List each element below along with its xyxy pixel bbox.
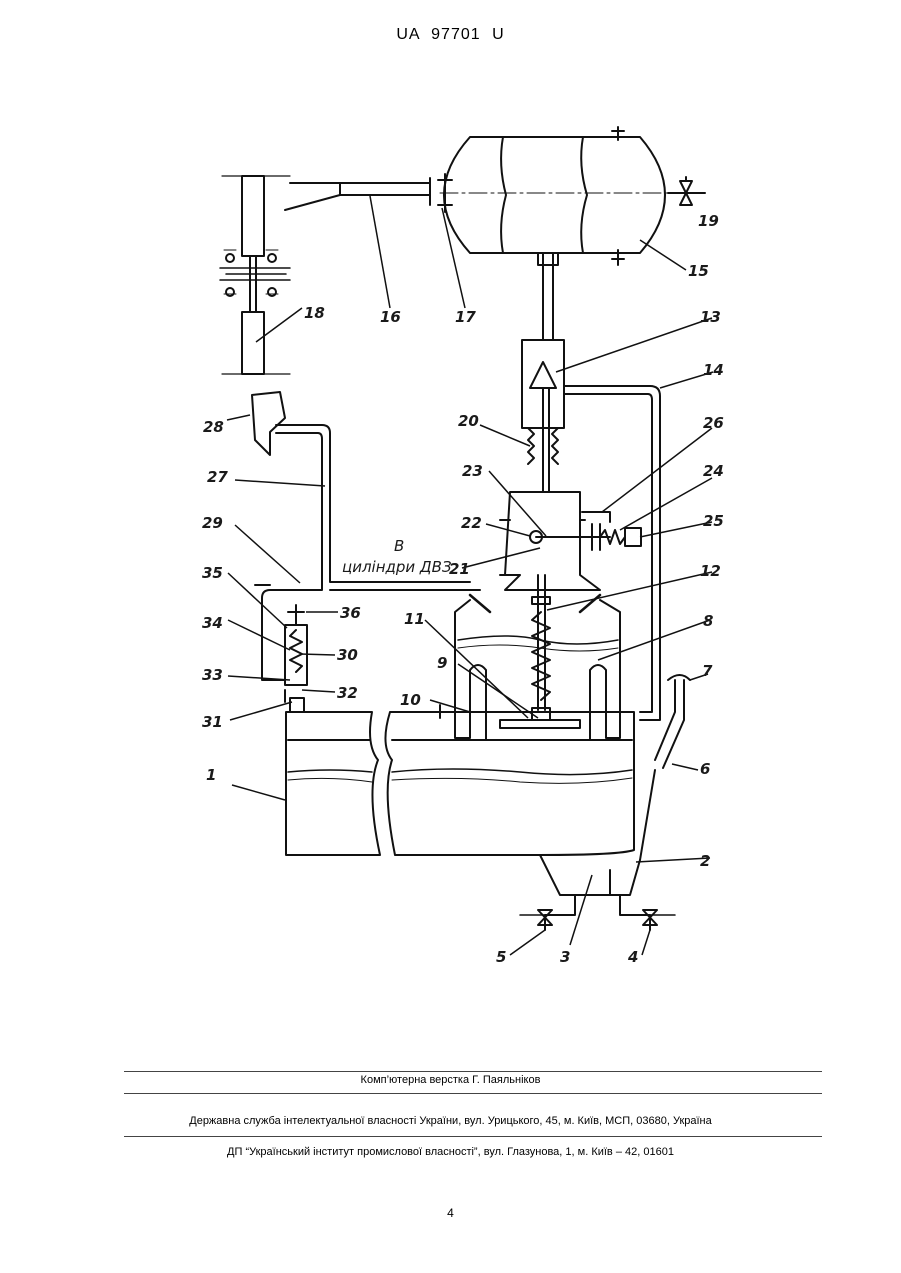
label-26: 26 bbox=[703, 414, 724, 432]
label-8: 8 bbox=[703, 612, 713, 630]
label-7: 7 bbox=[702, 662, 713, 680]
label-23: 23 bbox=[462, 462, 483, 480]
label-27: 27 bbox=[207, 468, 228, 486]
label-6: 6 bbox=[700, 760, 710, 778]
label-20: 20 bbox=[458, 412, 479, 430]
receiver-tank bbox=[444, 137, 665, 253]
label-30: 30 bbox=[337, 646, 358, 664]
label-14: 14 bbox=[703, 361, 724, 379]
main-tank bbox=[286, 712, 380, 855]
layout-credit: Комп’ютерна верстка Г. Паяльніков bbox=[0, 1074, 901, 1086]
label-22: 22 bbox=[461, 514, 482, 532]
label-3: 3 bbox=[560, 948, 570, 966]
rotor-lower bbox=[242, 312, 264, 374]
label-33: 33 bbox=[202, 666, 223, 684]
label-19: 19 bbox=[698, 212, 719, 230]
annotation-line2: циліндри ДВЗ bbox=[342, 558, 452, 576]
institute-address: ДП “Український інститут промислової вла… bbox=[0, 1146, 901, 1158]
label-1: 1 bbox=[206, 766, 216, 784]
label-31: 31 bbox=[202, 713, 223, 731]
label-28: 28 bbox=[203, 418, 224, 436]
label-34: 34 bbox=[202, 614, 223, 632]
label-10: 10 bbox=[400, 691, 421, 709]
label-35: 35 bbox=[202, 564, 223, 582]
label-16: 16 bbox=[380, 308, 401, 326]
label-15: 15 bbox=[688, 262, 709, 280]
agency-address: Державна служба інтелектуальної власност… bbox=[0, 1115, 901, 1127]
label-32: 32 bbox=[337, 684, 358, 702]
footer-rule-2 bbox=[124, 1093, 822, 1094]
label-13: 13 bbox=[700, 308, 721, 326]
pipe-14 bbox=[564, 386, 660, 720]
label-11: 11 bbox=[404, 610, 425, 628]
annotation-line1: В bbox=[394, 537, 404, 555]
float-plate-9 bbox=[500, 720, 580, 728]
footer-rule-3 bbox=[124, 1136, 822, 1137]
page-number: 4 bbox=[0, 1206, 901, 1220]
label-5: 5 bbox=[496, 948, 506, 966]
label-25: 25 bbox=[703, 512, 724, 530]
label-18: 18 bbox=[304, 304, 325, 322]
label-36: 36 bbox=[340, 604, 361, 622]
label-2: 2 bbox=[700, 852, 710, 870]
pipe-27 bbox=[262, 425, 470, 680]
rotor-upper bbox=[242, 176, 264, 256]
footer-rule-1 bbox=[124, 1071, 822, 1072]
label-29: 29 bbox=[202, 514, 223, 532]
label-24: 24 bbox=[703, 462, 724, 480]
label-4: 4 bbox=[627, 948, 638, 966]
label-12: 12 bbox=[700, 562, 721, 580]
spring-12 bbox=[532, 612, 550, 700]
label-21: 21 bbox=[449, 560, 470, 578]
label-17: 17 bbox=[455, 308, 476, 326]
label-9: 9 bbox=[437, 654, 447, 672]
